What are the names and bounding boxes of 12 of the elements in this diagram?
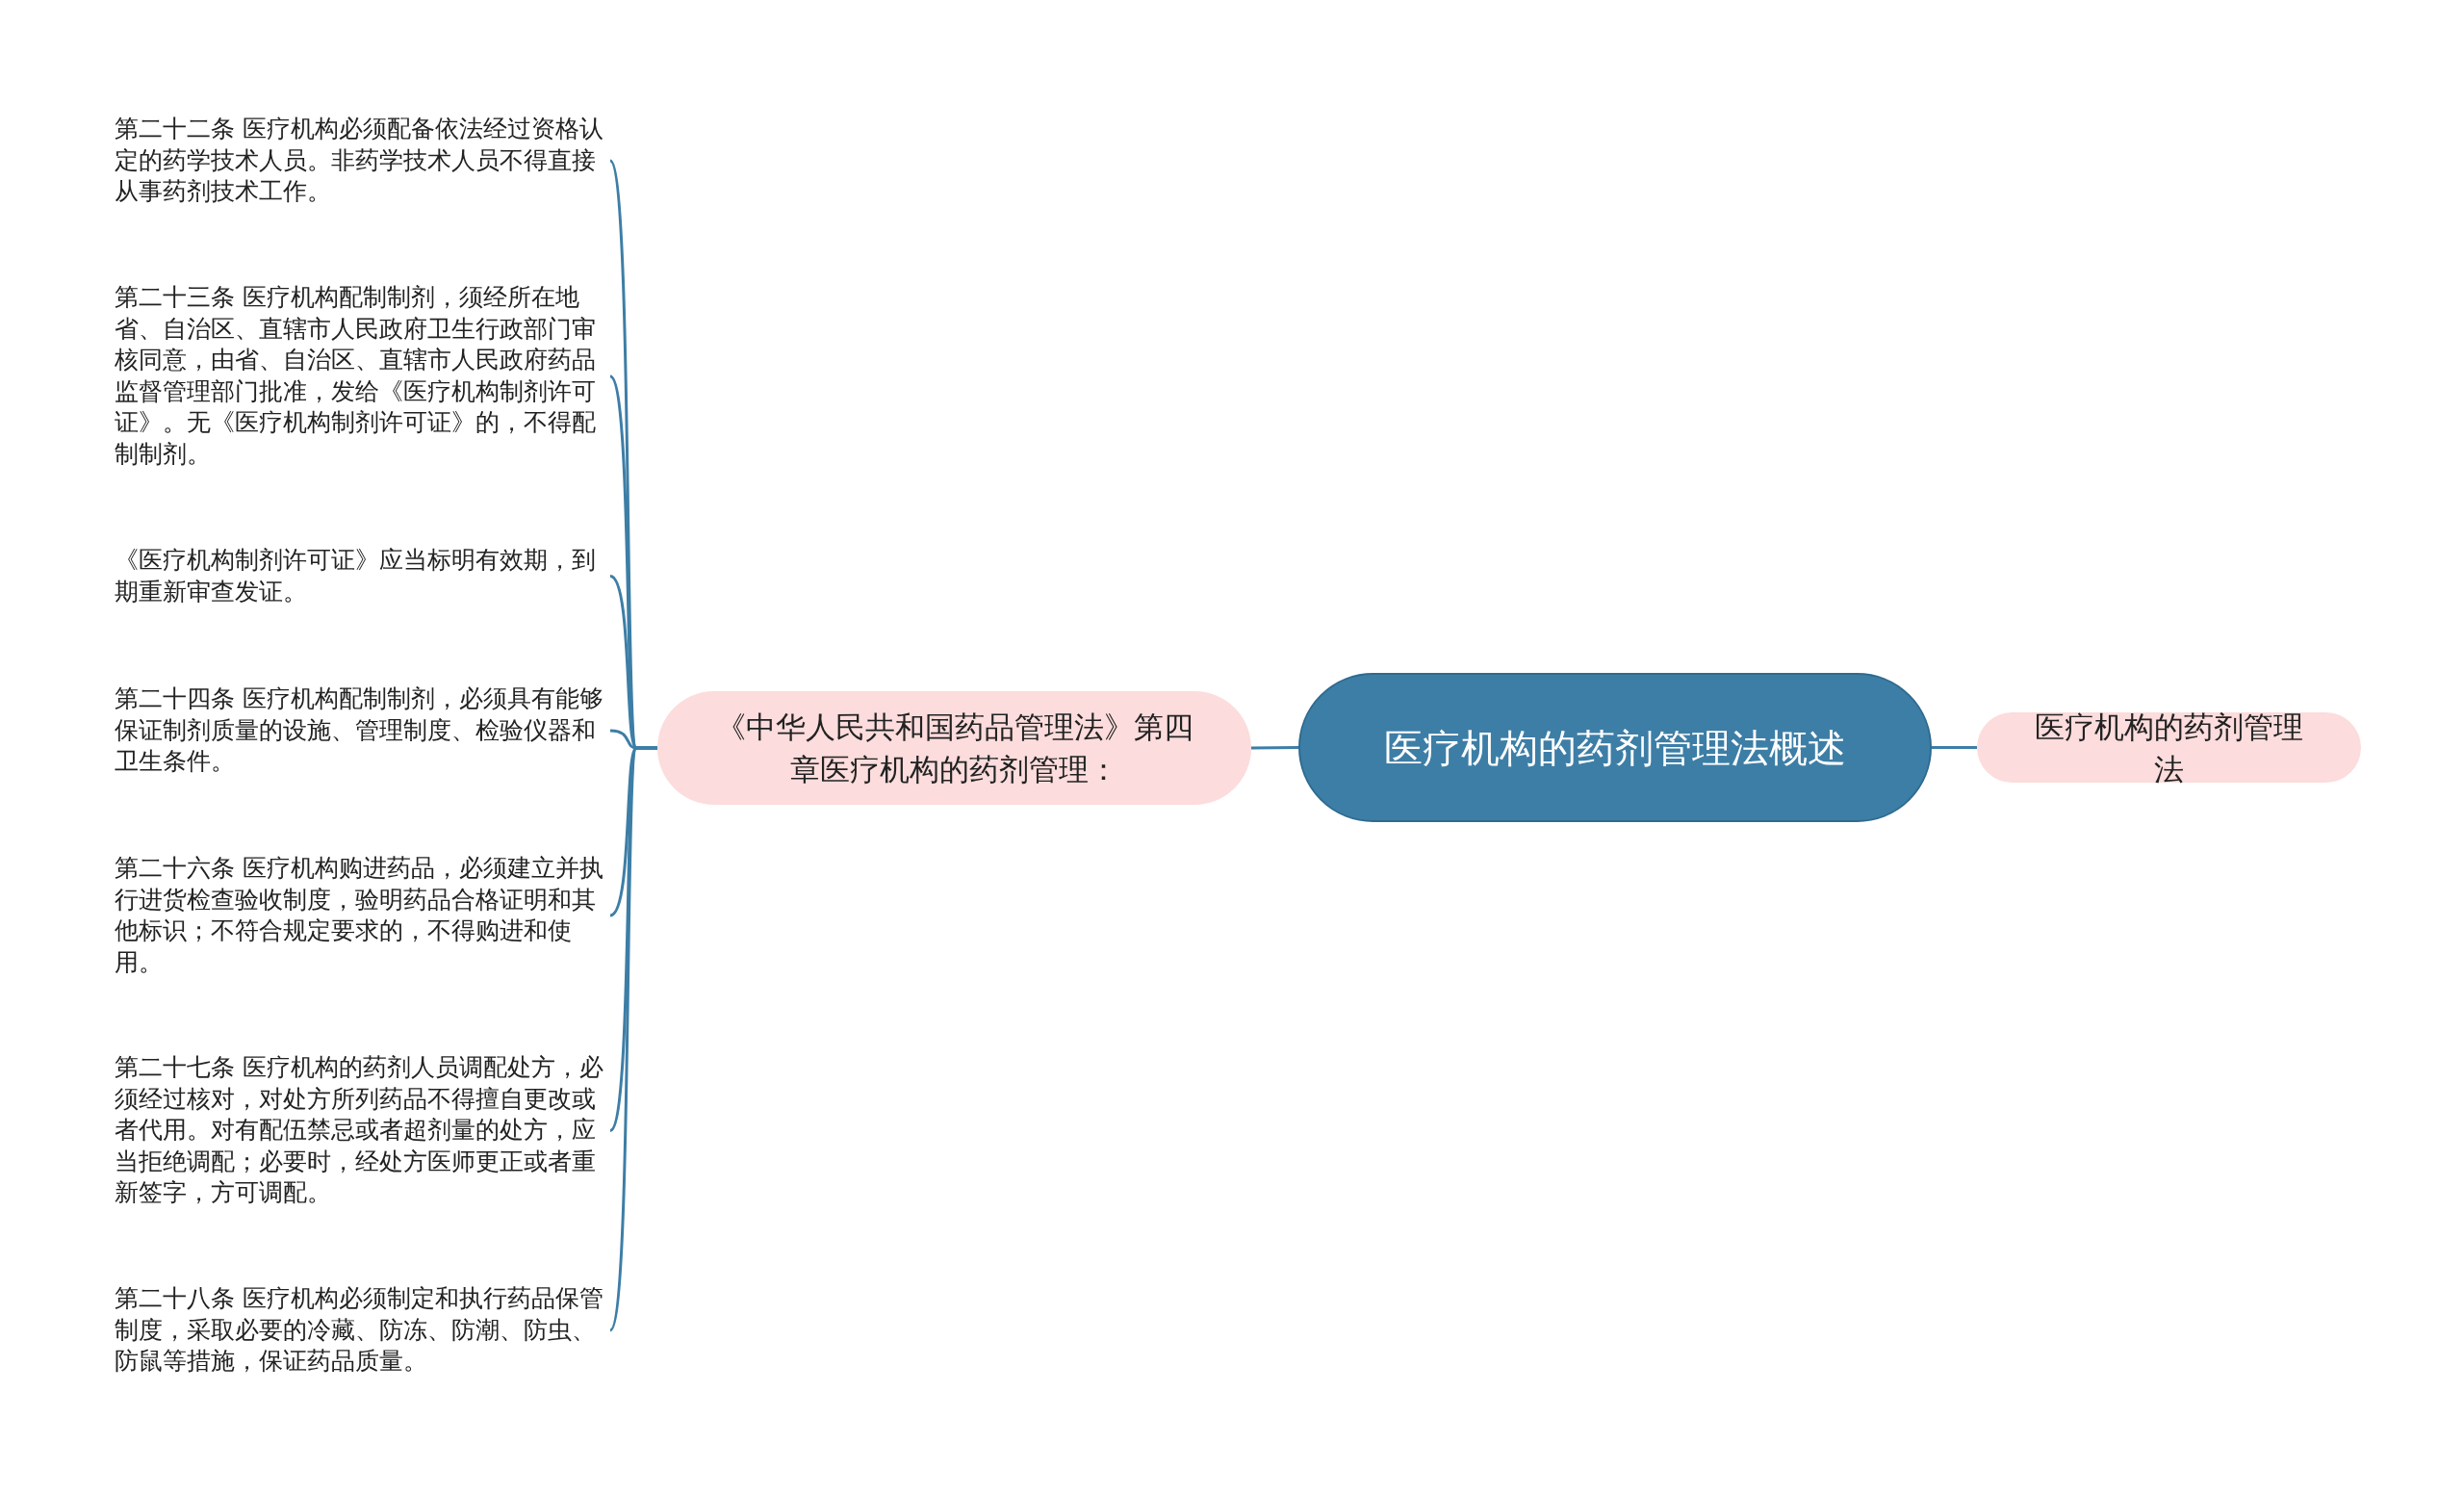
leaf-text: 第二十六条 医疗机构购进药品，必须建立并执行进货检查验收制度，验明药品合格证明和其他标识；不符合规定要求的，不得购进和使用。 xyxy=(115,853,610,979)
leaf-text: 第二十二条 医疗机构必须配备依法经过资格认定的药学技术人员。非药学技术人员不得直接从事药剂技术工作。 xyxy=(115,114,610,208)
leaf-text: 《医疗机构制剂许可证》应当标明有效期，到期重新审查发证。 xyxy=(115,545,610,608)
connector-line xyxy=(1251,746,1298,750)
leaf-text: 第二十三条 医疗机构配制制剂，须经所在地省、自治区、直辖市人民政府卫生行政部门审核同意，由省、自治区、直辖市人民政府药品监督管理部门批准，发给《医疗机构制剂许可证》。无《医疗机构制剂许可证》的，不得配制制剂。 xyxy=(115,282,610,471)
leaf-text: 第二十八条 医疗机构必须制定和执行药品保管制度，采取必要的冷藏、防冻、防潮、防虫、防鼠等措施，保证药品质量。 xyxy=(115,1283,610,1378)
branch-box: 医疗机构的药剂管理法 xyxy=(1977,712,2361,783)
connector-line xyxy=(1932,746,1977,749)
branch-box: 《中华人民共和国药品管理法》第四章医疗机构的药剂管理： xyxy=(657,691,1251,805)
leaf-text: 第二十七条 医疗机构的药剂人员调配处方，必须经过核对，对处方所列药品不得擅自更改或者代用。对有配伍禁忌或者超剂量的处方，应当拒绝调配；必要时，经处方医师更正或者重新签字，方可调配。 xyxy=(115,1052,610,1209)
topic-box: 医疗机构的药剂管理法概述 xyxy=(1298,673,1932,822)
leaf-text: 第二十四条 医疗机构配制制剂，必须具有能够保证制剂质量的设施、管理制度、检验仪器和卫生条件。 xyxy=(115,683,610,778)
